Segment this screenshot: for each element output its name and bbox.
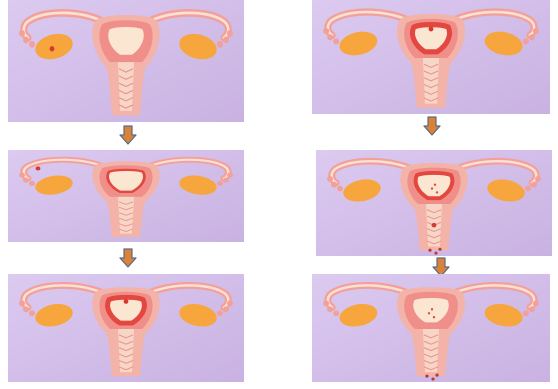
uterus-illustration: [316, 150, 552, 256]
blood-drop: [431, 377, 434, 380]
uterus-illustration: [312, 274, 550, 382]
blood-drop: [438, 248, 441, 251]
panel-right-stage-1: [312, 0, 550, 114]
uterus-illustration: [8, 274, 244, 382]
endometrial-lining: [416, 173, 453, 198]
panel-left-stage-3: [8, 274, 244, 382]
panel-right-stage-2: [316, 150, 552, 256]
panel-left-stage-1: [8, 0, 244, 122]
uterus-illustration: [8, 0, 244, 122]
panel-right-stage-3: [312, 274, 550, 382]
down-arrow-shape: [424, 117, 440, 135]
shedding-tissue: [428, 312, 430, 314]
blood-drop: [428, 249, 431, 252]
down-arrow-icon: [423, 116, 441, 140]
down-arrow-icon: [423, 116, 441, 136]
down-arrow-shape: [120, 249, 136, 267]
shedding-tissue: [431, 187, 433, 189]
egg-cell: [36, 166, 41, 170]
shedding-tissue: [434, 184, 436, 186]
down-arrow-icon: [119, 125, 137, 145]
down-arrow-icon: [119, 248, 137, 272]
uterus-illustration: [312, 0, 550, 114]
uterus-illustration: [8, 150, 244, 242]
panel-left-stage-2: [8, 150, 244, 242]
blood-drop: [434, 252, 437, 255]
shedding-tissue: [433, 316, 435, 318]
egg-cell: [429, 27, 434, 32]
blood-drop: [435, 374, 438, 377]
egg-cell: [124, 299, 129, 304]
endometrial-lining: [108, 170, 145, 192]
blood-drop: [425, 375, 428, 378]
down-arrow-icon: [119, 248, 137, 268]
shedding-tissue: [436, 191, 438, 193]
shedding-tissue: [431, 308, 433, 310]
egg-cell: [432, 223, 437, 228]
egg-cell: [50, 46, 55, 51]
down-arrow-icon: [119, 125, 137, 149]
down-arrow-shape: [120, 126, 136, 144]
